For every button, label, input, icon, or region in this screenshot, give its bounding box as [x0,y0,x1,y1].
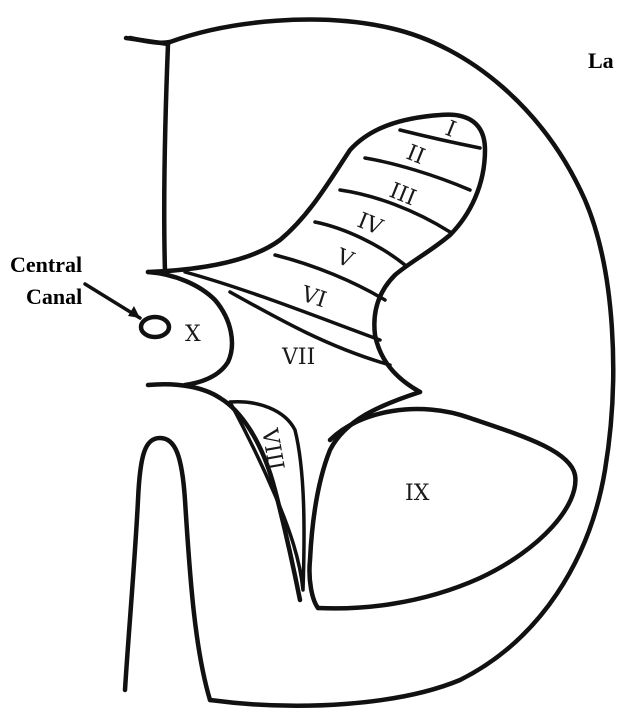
lamina-label-VI: VI [297,282,329,314]
lamina-label-I: I [442,116,459,142]
ventral-horn-inner [309,392,420,608]
central-canal-label-line2: Canal [26,284,82,309]
lamina-label-VII: VII [281,345,315,370]
dorsal-horn-outline [148,115,485,392]
title-fragment: La [588,48,614,73]
outer-boundary [130,20,613,706]
lamina-label-X: X [185,322,201,347]
ventral-horn-outline [220,398,300,600]
lamina-line-V-VI [275,255,385,300]
anterior-median-fissure [125,438,210,700]
central-canal-label-line1: Central [10,252,82,277]
median-sulcus-top [126,38,168,44]
lamina-X-lower [148,384,220,398]
posterior-median-line [164,44,168,272]
central-canal [141,317,169,337]
lamina-label-IX: IX [405,481,430,506]
lamina-label-III: III [386,178,420,211]
lamina-label-V: V [332,244,358,274]
lamina-IX-outline [318,409,575,608]
